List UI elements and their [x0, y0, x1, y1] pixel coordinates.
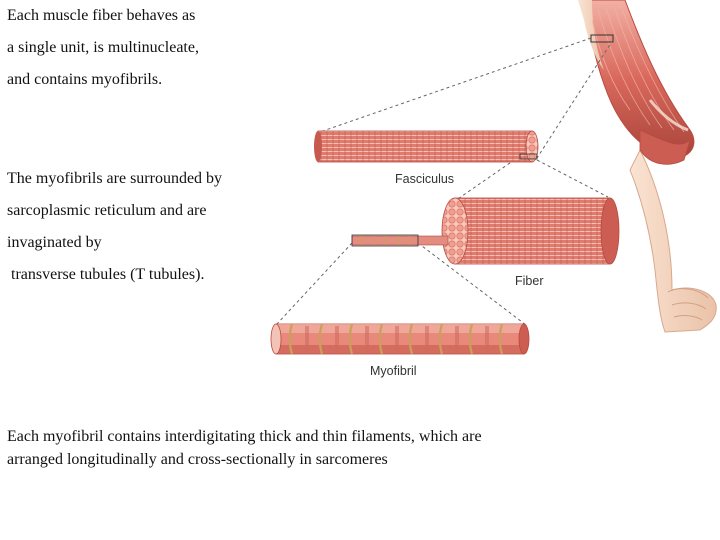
fasciculus-label: Fasciculus — [395, 172, 454, 186]
fiber-label: Fiber — [515, 274, 543, 288]
fasciculus-bundle — [314, 131, 538, 162]
fiber-cylinder — [352, 198, 619, 264]
myofibril-label: Myofibril — [370, 364, 417, 378]
arm-illustration — [578, 0, 716, 332]
myofibril-cylinder — [271, 324, 529, 354]
